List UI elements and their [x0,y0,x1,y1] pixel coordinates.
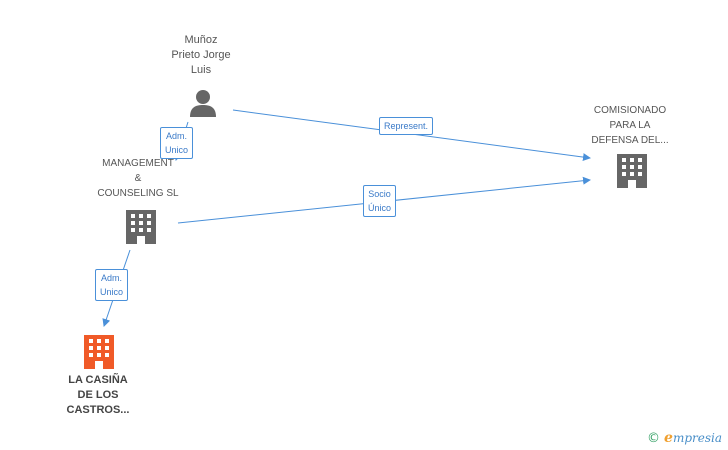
management-name-line-1: MANAGEMENT [102,158,174,169]
casina-name-line-2: DE LOS [77,389,119,401]
management-name-line-2: & [134,173,142,184]
edge-label-adm-top-line-1: Adm. [166,131,188,141]
edge-label-socio-line-1: Socio [368,189,391,199]
person-icon[interactable] [189,89,217,117]
person-node-label[interactable]: Muñoz Prieto Jorge Luis [160,33,242,78]
casina-name-line-3: CASTROS... [66,404,130,416]
edge-label-represent[interactable]: Represent. [379,117,434,135]
person-name-line-3: Luis [190,64,212,76]
management-node-label[interactable]: MANAGEMENT & COUNSELING SL [88,156,188,201]
comisionado-name-line-2: PARA LA [609,120,651,131]
edge-label-socio-line-2: Único [368,203,392,213]
edge-label-represent-text: Represent. [384,121,429,131]
casina-node-label[interactable]: LA CASIÑA DE LOS CASTROS... [48,373,148,418]
person-name-line-2: Prieto Jorge [171,49,231,61]
edge-label-adm-unico-top[interactable]: Adm. Unico [160,127,194,159]
comisionado-name-line-1: COMISIONADO [593,105,667,116]
edge-label-adm-bottom-line-1: Adm. [101,273,123,283]
comisionado-name-line-3: DEFENSA DEL... [591,135,669,146]
brand-name: mpresia [672,431,722,445]
edge-label-socio-unico[interactable]: Socio Único [363,185,397,217]
edge-label-adm-top-line-2: Unico [165,145,189,155]
edge-label-adm-bottom-line-2: Unico [100,287,124,297]
person-name-line-1: Muñoz [184,34,218,46]
casina-name-line-1: LA CASIÑA [68,374,128,386]
building-icon[interactable] [84,335,114,369]
copyright-icon: © [647,431,661,446]
brand-e: e [664,430,673,446]
comisionado-node-label[interactable]: COMISIONADO PARA LA DEFENSA DEL... [580,103,680,148]
building-icon[interactable] [126,210,156,244]
building-icon[interactable] [617,154,647,188]
edge-label-adm-unico-bottom[interactable]: Adm. Unico [95,269,129,301]
empresia-logo[interactable]: ©empresia [647,430,722,446]
management-name-line-3: COUNSELING SL [97,188,179,199]
